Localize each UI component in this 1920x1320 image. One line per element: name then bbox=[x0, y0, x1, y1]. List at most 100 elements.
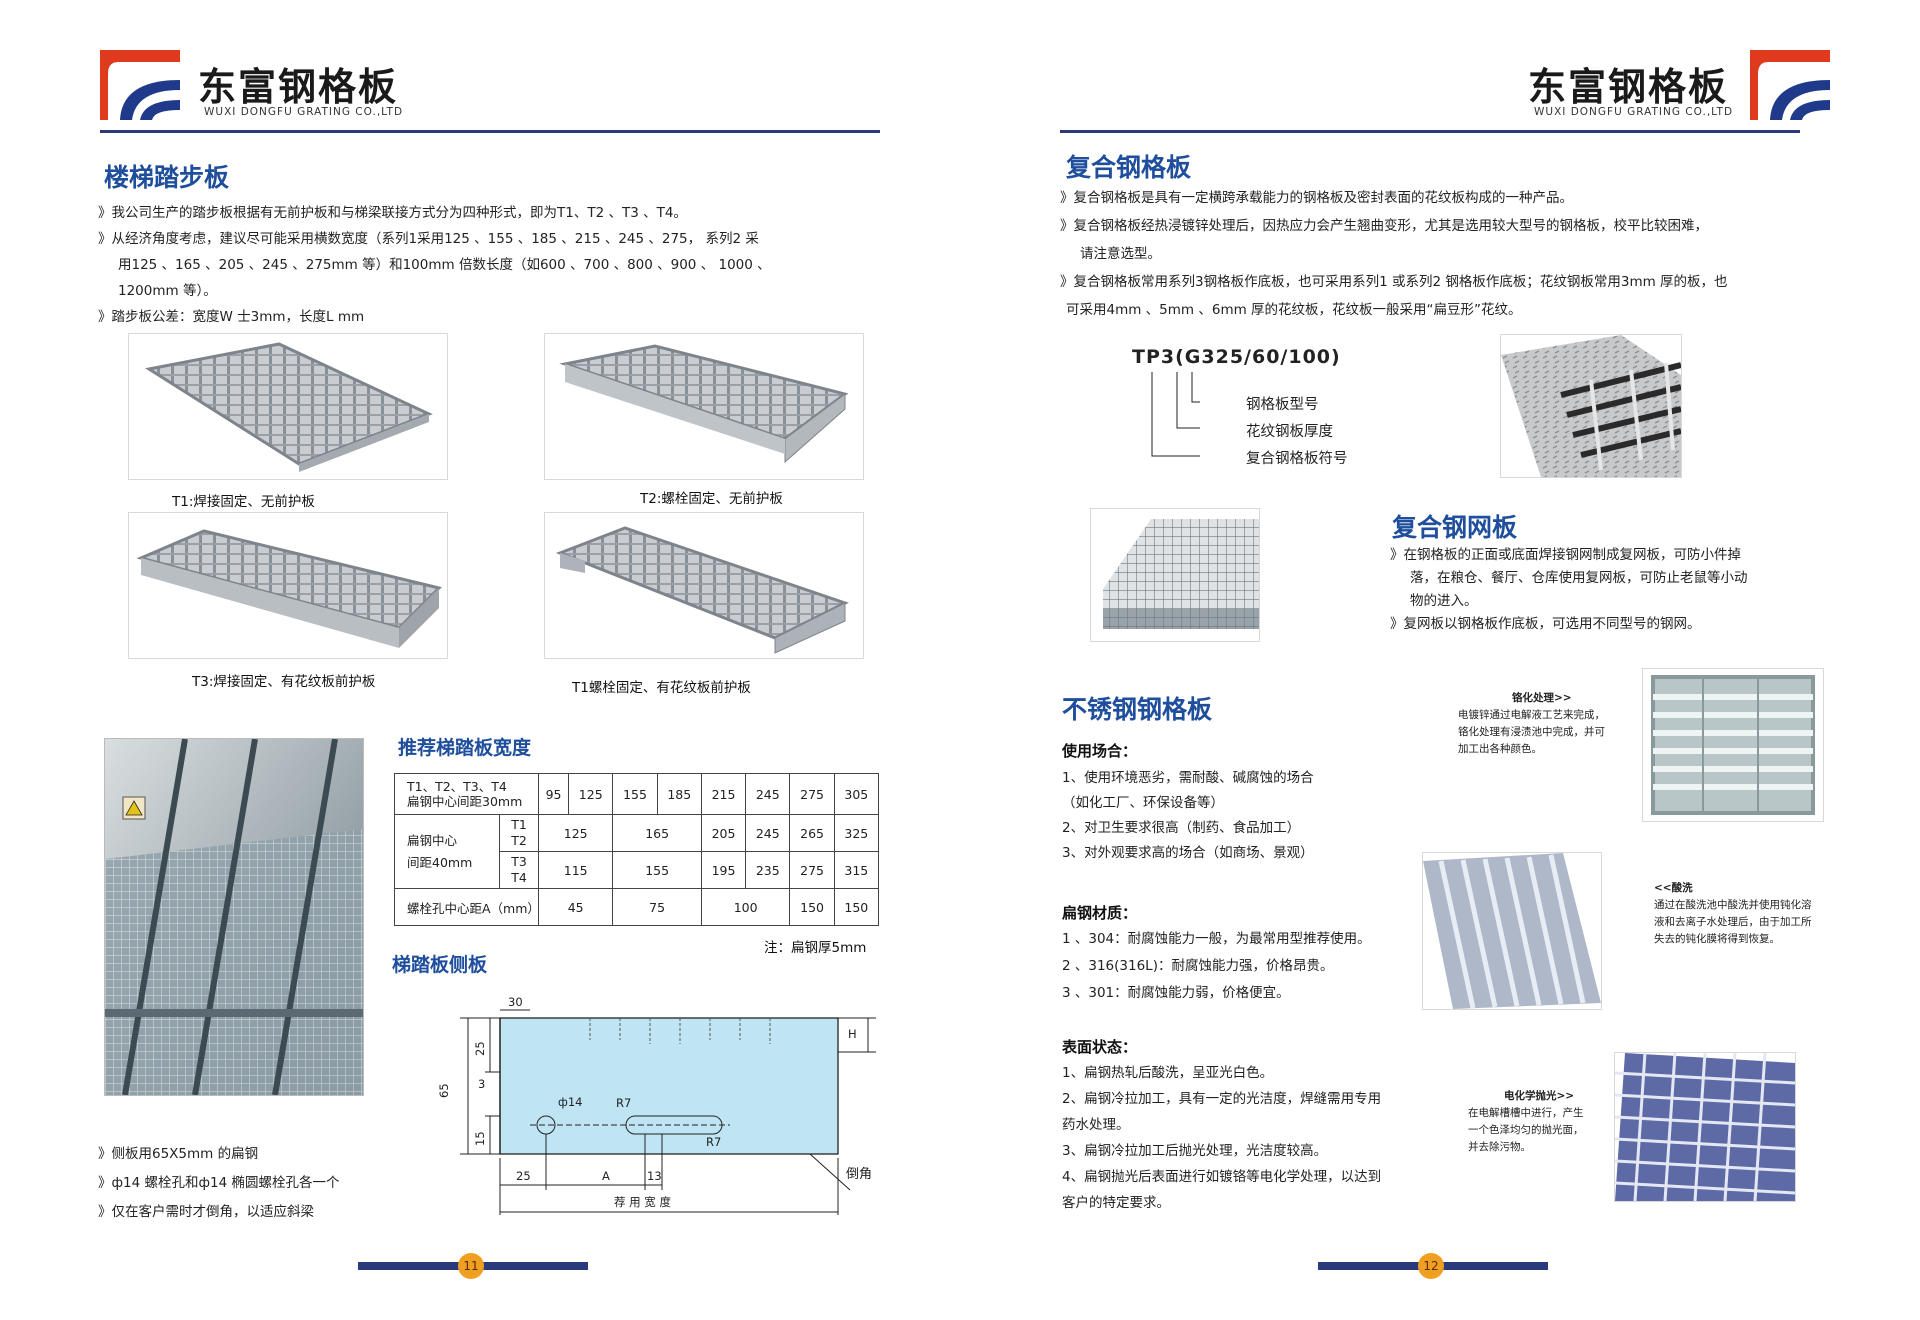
left-page: 东富钢格板 WUXI DONGFU GRATING CO.,LTD 楼梯踏步板 … bbox=[98, 50, 880, 1279]
use-line: （如化工厂、环保设备等） bbox=[1062, 795, 1224, 811]
table-cell: 95 bbox=[537, 773, 570, 815]
tread-photo-t4 bbox=[544, 512, 864, 659]
tp3-labels: 钢格板型号 花纹钢板厚度 复合钢格板符号 bbox=[1246, 392, 1348, 473]
table-cell: 205 bbox=[700, 814, 747, 852]
surface-list: 1、扁钢热轧后酸洗，呈亚光白色。 2、扁钢冷拉加工，具有一定的光洁度，焊缝需用专… bbox=[1062, 1060, 1381, 1216]
mesh-line: 物的进入。 bbox=[1410, 593, 1478, 609]
composite-line: 》复合钢格板常用系列3钢格板作底板，也可采用系列1 或系列2 钢格板作底板；花纹… bbox=[1060, 274, 1728, 290]
electropolished-grating-photo bbox=[1614, 1052, 1796, 1202]
table-cell: 75 bbox=[612, 888, 702, 926]
use-line: 1、使用环境恶劣，需耐酸、碱腐蚀的场合 bbox=[1062, 770, 1314, 786]
table-cell: 305 bbox=[833, 773, 880, 815]
tread-photo-t3 bbox=[128, 512, 448, 659]
table-cell: 275 bbox=[789, 851, 835, 889]
table-cell: 275 bbox=[789, 773, 835, 815]
section-title-stainless: 不锈钢钢格板 bbox=[1062, 695, 1213, 724]
side-plate-drawing: 30 65 25 3 15 ф14 R7 R7 H 25 A 13 荐 用 宽 … bbox=[437, 995, 876, 1215]
table-cell: 315 bbox=[833, 851, 880, 889]
table-row: 螺栓孔中心距A（mm） 45 75 100 150 150 bbox=[394, 888, 880, 926]
tp3-leader-lines bbox=[1151, 372, 1200, 457]
staircase-photo bbox=[104, 738, 364, 1096]
composite-grating-photo bbox=[1500, 334, 1682, 478]
table-cell: 155 bbox=[612, 851, 702, 889]
side-note: 》ф14 螺栓孔和ф14 椭圆螺栓孔各一个 bbox=[98, 1175, 340, 1191]
intro-line: 1200mm 等）。 bbox=[118, 283, 217, 299]
table-title-recommended-width: 推荐梯踏板宽度 bbox=[398, 737, 532, 759]
tread-photo-t2 bbox=[544, 333, 864, 480]
table-cell: 215 bbox=[700, 773, 747, 815]
dim-65: 65 bbox=[437, 1083, 451, 1098]
use-title: 使用场合： bbox=[1062, 742, 1138, 760]
page-number: 12 bbox=[1418, 1253, 1444, 1279]
table-cell: 100 bbox=[700, 888, 791, 926]
surface-line: 1、扁钢热轧后酸洗，呈亚光白色。 bbox=[1062, 1065, 1274, 1081]
table-cell: 235 bbox=[745, 851, 791, 889]
page-number: 11 bbox=[458, 1253, 484, 1279]
section-title-composite: 复合钢格板 bbox=[1066, 153, 1192, 182]
table-row-label: 扁钢中心间距40mm bbox=[394, 814, 500, 889]
section-title-mesh: 复合钢网板 bbox=[1392, 513, 1518, 542]
mesh-grating-photo bbox=[1090, 508, 1260, 642]
dim-r7-top: R7 bbox=[616, 1096, 631, 1110]
dim-r7-bottom: R7 bbox=[706, 1135, 721, 1149]
table-cell: 185 bbox=[656, 773, 702, 815]
dim-25: 25 bbox=[473, 1041, 487, 1056]
dim-13: 13 bbox=[647, 1169, 662, 1183]
mesh-text: 》在钢格板的正面或底面焊接钢网制成复网板，可防小件掉 落，在粮仓、餐厅、仓库使用… bbox=[1390, 544, 1830, 636]
table-cell: 245 bbox=[745, 814, 791, 852]
surface-line: 3、扁钢冷拉加工后抛光处理，光洁度较高。 bbox=[1062, 1143, 1328, 1159]
composite-line: 》复合钢格板经热浸镀锌处理后，因热应力会产生翘曲变形，尤其是选用较大型号的钢格板… bbox=[1060, 218, 1708, 234]
surface-title: 表面状态： bbox=[1062, 1038, 1138, 1056]
side-plate-notes: 》侧板用65X5mm 的扁钢 》ф14 螺栓孔和ф14 椭圆螺栓孔各一个 》仅在… bbox=[98, 1140, 428, 1227]
dim-a: A bbox=[602, 1169, 610, 1183]
intro-line: 》踏步板公差：宽度W 士3mm，长度L mm bbox=[98, 309, 365, 325]
tp3-code: TP3(G325/60/100) bbox=[1132, 346, 1341, 368]
surface-line: 客户的特定要求。 bbox=[1062, 1195, 1170, 1211]
material-title: 扁钢材质： bbox=[1062, 904, 1138, 922]
side-plate-title: 梯踏板侧板 bbox=[392, 954, 488, 976]
pickled-grating-photo bbox=[1422, 852, 1602, 1010]
brand-name-cn: 东富钢格板 bbox=[198, 65, 399, 109]
table-cell: 265 bbox=[789, 814, 835, 852]
header-rule bbox=[100, 130, 880, 133]
intro-line: 》我公司生产的踏步板根据有无前护板和与梯梁联接方式分为四种形式，即为T1、T2 … bbox=[98, 205, 687, 221]
caption-t2: T2:螺栓固定、无前护板 bbox=[640, 491, 783, 507]
tp3-label: 花纹钢板厚度 bbox=[1246, 424, 1333, 440]
composite-text: 》复合钢格板是具有一定横跨承载能力的钢格板及密封表面的花纹板构成的一种产品。 》… bbox=[1060, 184, 1860, 324]
dim-15: 15 bbox=[473, 1131, 487, 1146]
mesh-line: 》在钢格板的正面或底面焊接钢网制成复网板，可防小件掉 bbox=[1390, 547, 1741, 563]
table-note: 注：扁钢厚5mm bbox=[764, 940, 867, 956]
surface-line: 4、扁钢抛光后表面进行如镀铬等电化学处理，以达到 bbox=[1062, 1169, 1382, 1185]
electropolish-note: 电化学抛光>> 在电解槽槽中进行，产生一个色泽均匀的抛光面，并去除污物。 bbox=[1468, 1090, 1584, 1153]
caption-t4: T1螺栓固定、有花纹板前护板 bbox=[572, 680, 751, 696]
brand-name-en: WUXI DONGFU GRATING CO.,LTD bbox=[204, 106, 404, 118]
caption-t1: T1:焊接固定、无前护板 bbox=[172, 494, 315, 510]
material-list: 1 、304：耐腐蚀能力一般，为最常用型推荐使用。 2 、316(316L)：耐… bbox=[1062, 926, 1371, 1007]
side-note: 》侧板用65X5mm 的扁钢 bbox=[98, 1146, 259, 1162]
stair-intro-text: 》我公司生产的踏步板根据有无前护板和与梯梁联接方式分为四种形式，即为T1、T2 … bbox=[98, 200, 838, 330]
use-list: 1、使用环境恶劣，需耐酸、碱腐蚀的场合 （如化工厂、环保设备等） 2、对卫生要求… bbox=[1062, 766, 1314, 866]
tp3-label: 钢格板型号 bbox=[1246, 397, 1319, 413]
mesh-line: 落，在粮仓、餐厅、仓库使用复网板，可防止老鼠等小动 bbox=[1410, 570, 1748, 586]
composite-line: 请注意选型。 bbox=[1080, 246, 1161, 262]
intro-line: 》从经济角度考虑，建议尽可能采用横数宽度（系列1采用125 、155 、185 … bbox=[98, 231, 759, 247]
composite-line: 可采用4mm 、5mm 、6mm 厚的花纹板，花纹板一般采用“扁豆形”花纹。 bbox=[1066, 302, 1522, 318]
table-cell: 150 bbox=[789, 888, 835, 926]
table-cell: 125 bbox=[568, 773, 614, 815]
dim-h: H bbox=[848, 1027, 857, 1041]
dim-phi14: ф14 bbox=[558, 1095, 582, 1109]
dongfu-logo-icon bbox=[1750, 50, 1830, 120]
header-rule bbox=[1060, 130, 1800, 133]
section-title-stair-treads: 楼梯踏步板 bbox=[104, 163, 230, 192]
composite-line: 》复合钢格板是具有一定横跨承载能力的钢格板及密封表面的花纹板构成的一种产品。 bbox=[1060, 190, 1573, 206]
tread-photo-t1 bbox=[128, 333, 448, 480]
table-cell: 325 bbox=[833, 814, 880, 852]
dim-3: 3 bbox=[478, 1077, 485, 1091]
intro-line: 用125 、165 、205 、245 、275mm 等）和100mm 倍数长度… bbox=[118, 257, 771, 273]
dim-chamfer: 倒角 bbox=[846, 1167, 872, 1182]
use-line: 3、对外观要求高的场合（如商场、景观） bbox=[1062, 845, 1314, 861]
